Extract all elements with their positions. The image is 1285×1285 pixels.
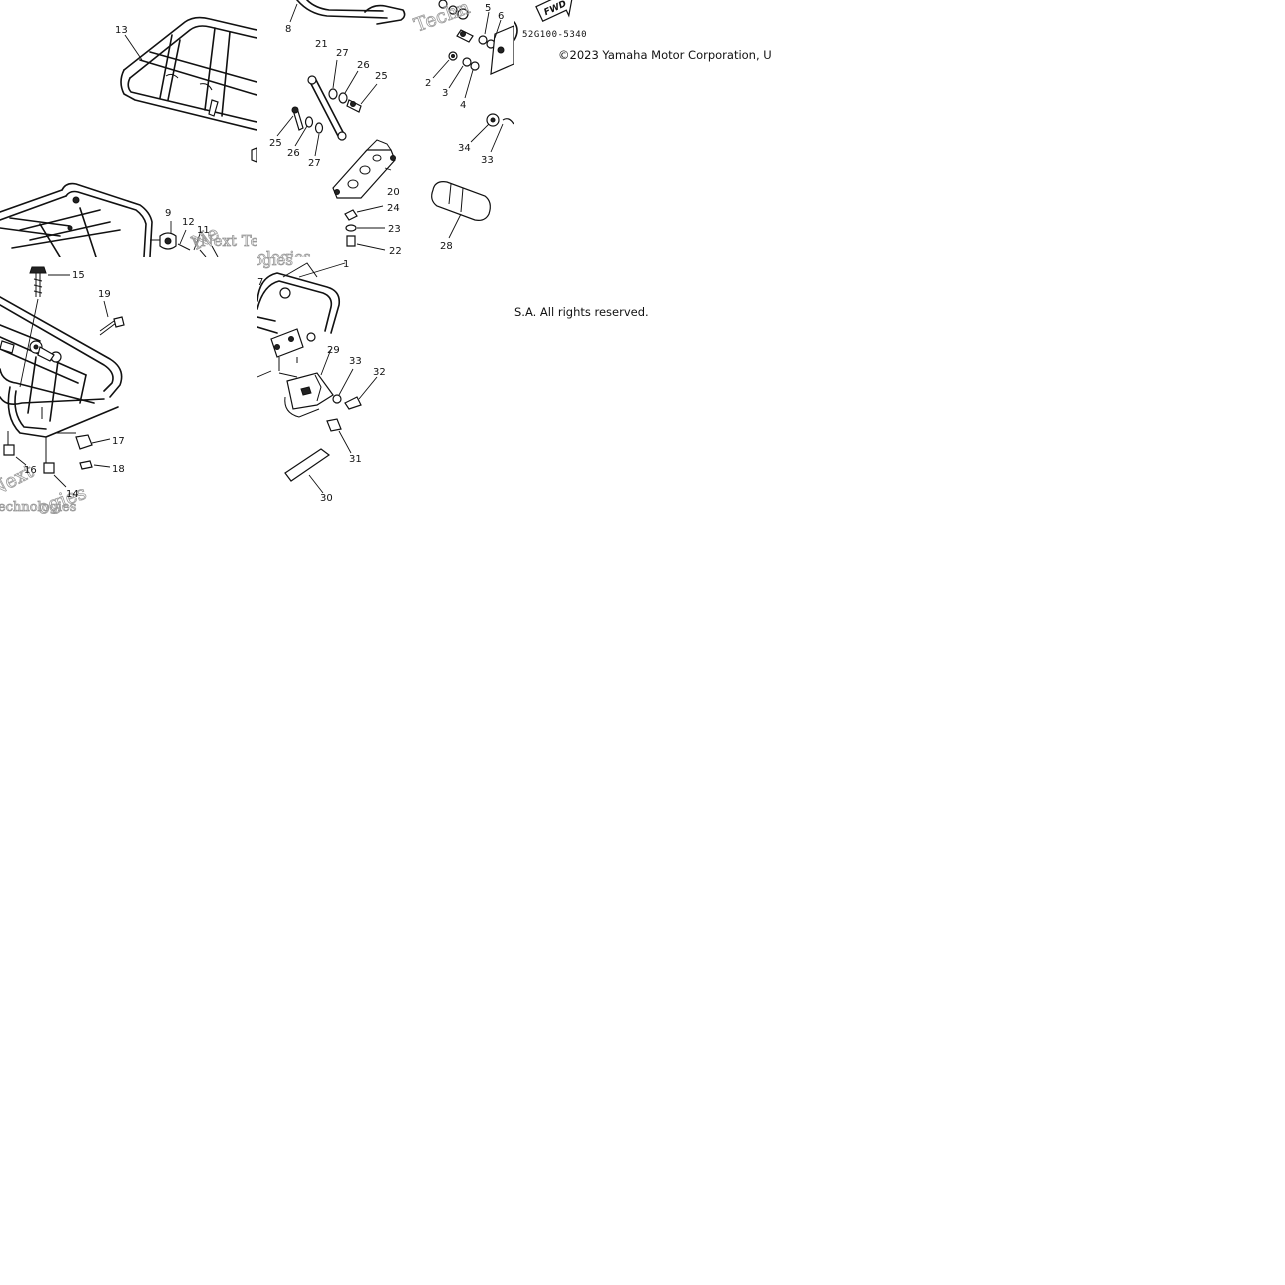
callout-6: 6 xyxy=(498,11,504,22)
watermark: ologies xyxy=(257,248,311,257)
callout-25b: 25 xyxy=(269,138,282,149)
watermark: vNext Te xyxy=(191,232,257,250)
rack-rail xyxy=(296,0,388,19)
drawing-code: 52G100-5340 xyxy=(522,30,587,40)
callout-33: 33 xyxy=(481,155,494,166)
rear-rack xyxy=(0,16,257,237)
callout-1: 1 xyxy=(343,259,349,270)
front-rack-upper xyxy=(0,147,257,257)
stay-bracket-drawing: Techn ologies 8 21 27 26 25 25 26 27 20 … xyxy=(257,0,514,257)
rear-rack-drawing: Ne vNext Te 13 9 12 11 xyxy=(0,16,257,257)
callout-32: 32 xyxy=(373,367,386,378)
nut-washer-34-33 xyxy=(470,113,514,153)
callout-26: 26 xyxy=(357,60,370,71)
watermark: ogies xyxy=(34,482,89,514)
callout-4: 4 xyxy=(460,100,466,111)
front-rack xyxy=(0,296,123,438)
carrier-bracket xyxy=(278,348,334,418)
callout-8: 8 xyxy=(285,24,291,35)
carrier-frame xyxy=(257,262,346,378)
diagram-tile-front-rack: Next echnologies ogies 15 19 17 18 16 14 xyxy=(0,257,257,514)
callout-16: 16 xyxy=(24,465,37,476)
callout-22: 22 xyxy=(389,246,402,257)
callout-11: 11 xyxy=(197,225,210,236)
carrier-drawing: ogies 7 1 29 33 32 31 30 xyxy=(257,257,386,504)
callout-29: 29 xyxy=(327,345,340,356)
callout-24: 24 xyxy=(387,203,400,214)
diagram-tile-rear-rack: Ne vNext Te 13 9 12 11 xyxy=(0,0,257,257)
bracket-edge xyxy=(514,21,518,41)
callout-27b: 27 xyxy=(308,158,321,169)
watermark: ogies xyxy=(257,257,293,269)
callout-19: 19 xyxy=(98,289,111,300)
bolt-set-right xyxy=(432,0,514,99)
bolt-set-lower xyxy=(276,106,324,157)
callout-23: 23 xyxy=(388,224,401,235)
collar-and-clamp xyxy=(3,431,111,488)
callout-33b: 33 xyxy=(349,356,362,367)
callout-7: 7 xyxy=(257,277,263,288)
callout-3: 3 xyxy=(442,88,448,99)
front-rack-drawing: Next echnologies ogies 15 19 17 18 16 14 xyxy=(0,266,125,514)
rubber-pad xyxy=(284,448,331,494)
diagram-tile-carrier: ogies 7 1 29 33 32 31 30 xyxy=(257,257,514,514)
long-bolt xyxy=(19,266,70,388)
diagram-tile-header: FWD 52G100-5340 ©2023 Yamaha Motor Corpo… xyxy=(514,0,771,257)
header-drawing: FWD 52G100-5340 xyxy=(514,0,587,41)
copyright-notice: ©2023 Yamaha Motor Corporation, U.S xyxy=(558,48,771,62)
diagram-tile-footer: S.A. All rights reserved. xyxy=(514,257,771,514)
stay-rod xyxy=(307,75,347,141)
callout-31: 31 xyxy=(349,454,362,465)
fwd-arrow: FWD xyxy=(535,0,573,22)
callout-9: 9 xyxy=(165,208,171,219)
callout-2: 2 xyxy=(425,78,431,89)
callout-30: 30 xyxy=(320,493,333,504)
bolt-set-upper xyxy=(328,59,378,113)
callout-34: 34 xyxy=(458,143,471,154)
callout-5: 5 xyxy=(485,3,491,14)
callout-12: 12 xyxy=(182,217,195,228)
callout-13: 13 xyxy=(115,25,128,36)
bracket-bolts xyxy=(326,368,378,454)
bolt-19 xyxy=(99,300,125,336)
callout-26b: 26 xyxy=(287,148,300,159)
callout-27: 27 xyxy=(336,48,349,59)
watermark: echnologies xyxy=(0,500,76,514)
diagram-tile-stay: Techn ologies 8 21 27 26 25 25 26 27 20 … xyxy=(257,0,514,257)
callout-17: 17 xyxy=(112,436,125,447)
tool-pouch: 28 xyxy=(431,181,491,252)
callout-21: 21 xyxy=(315,39,328,50)
callout-18: 18 xyxy=(112,464,125,475)
collar-nut-washer xyxy=(344,205,386,251)
stay-bracket xyxy=(332,139,396,199)
callout-28: 28 xyxy=(440,241,453,252)
callout-20: 20 xyxy=(387,187,400,198)
callout-15: 15 xyxy=(72,270,85,281)
callout-14: 14 xyxy=(66,489,79,500)
copyright-continuation: S.A. All rights reserved. xyxy=(514,305,649,319)
callout-25: 25 xyxy=(375,71,388,82)
